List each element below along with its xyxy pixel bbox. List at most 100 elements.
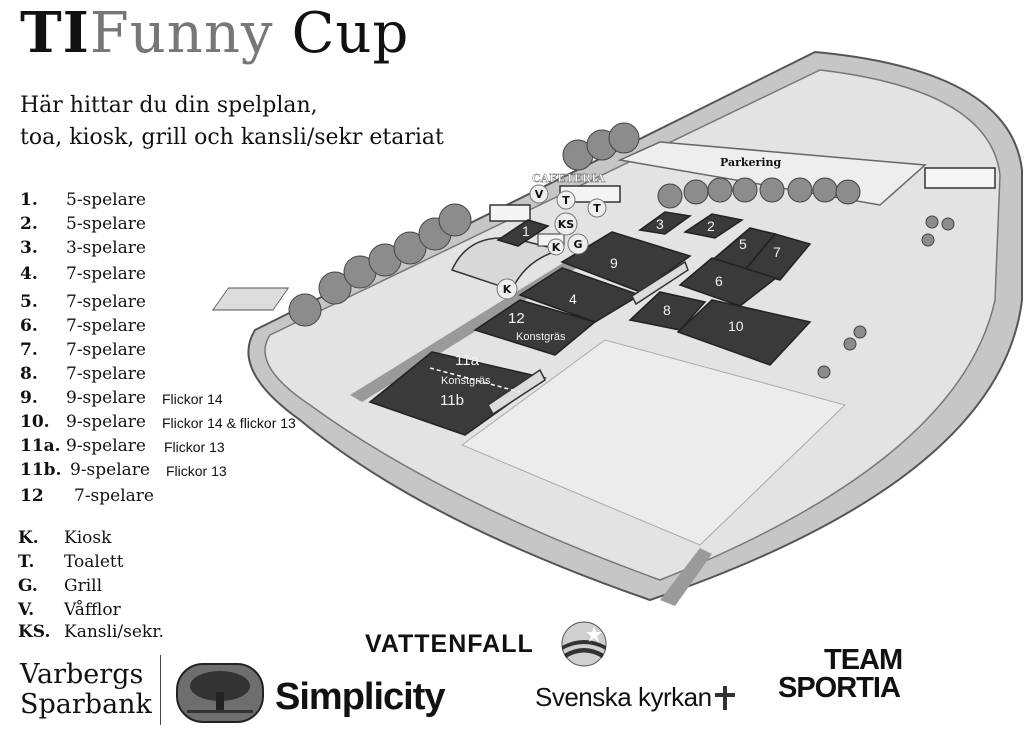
marker-office: KS [554,212,578,236]
field-label-1: 1 [522,223,530,239]
facility-code: G. [18,576,38,596]
svg-text:T: T [593,202,601,215]
legend-number: 10. [20,412,50,432]
legend-note: Flickor 14 & flickor 13 [162,415,296,431]
legend-number: 5. [20,292,38,312]
bank-name-line-1: Varbergs [20,659,144,690]
marker-toilet-1: T [556,190,576,210]
legend-number: 8. [20,364,38,384]
small-plaza [212,287,290,311]
field-9 [560,231,692,293]
legend-type: 7-spelare [66,264,146,284]
legend-number: 7. [20,340,38,360]
field-3 [638,211,692,235]
legend-type: 9-spelare [66,436,146,456]
svg-text:K: K [503,283,512,296]
road-lower [660,548,712,606]
open-field [460,339,846,546]
facility-code: K. [18,528,39,548]
facility-code: V. [18,600,35,620]
field-label-5: 5 [739,236,747,252]
field-2 [683,213,744,239]
field-label-8: 8 [663,302,671,318]
legend-number: 2. [20,214,38,234]
marker-waffles: V [529,184,549,204]
field-label-2: 2 [707,218,715,234]
legend-number: 4. [20,264,38,284]
marker-toilet-2: T [587,198,607,218]
sponsor-divider [160,655,161,725]
subtitle-line-1: Här hittar du din spelplan, [20,93,318,118]
legend-type: 9-spelare [70,460,150,480]
field-label-4: 4 [569,291,577,307]
facility-label: Kiosk [64,528,112,548]
split-line [429,367,521,393]
legend-number: 6. [20,316,38,336]
tree-row-west [288,203,472,327]
field-8 [628,291,707,331]
sponsor-team-sportia: TEAM SPORTIA [778,644,903,704]
oak-tree-logo [176,663,264,723]
team-line-2: SPORTIA [778,672,901,704]
svg-text:K: K [552,241,561,254]
subtitle-line-2: toa, kiosk, grill och kansli/sekr etaria… [20,125,444,150]
legend-type: 3-spelare [66,238,146,258]
facility-label: Toalett [64,552,124,572]
legend-number: 11b. [20,460,62,480]
field-label-turf-11: Konstgräs [441,375,491,387]
legend-number: 11a. [20,436,61,456]
field-6 [678,257,778,307]
sponsor-vattenfall: VATTENFALL [365,630,534,658]
church-cross-icon [715,686,735,710]
legend-number: 3. [20,238,38,258]
field-label-11b: 11b [440,392,464,409]
team-line-1: TEAM [824,644,903,676]
field-1 [496,219,550,247]
legend-number: 9. [20,388,38,408]
svg-text:KS: KS [558,218,575,231]
field-label-3: 3 [656,216,664,232]
legend-number: 1. [20,190,38,210]
tree-row-parking [657,177,861,209]
svg-text:T: T [562,194,570,207]
svg-text:G: G [573,238,582,251]
title-funny: Funny [89,1,274,66]
legend-type: 9-spelare [66,412,146,432]
field-10 [676,299,812,366]
field-label-7: 7 [773,244,781,260]
marker-grill: G [567,233,589,255]
field-12 [473,299,597,356]
facility-label: Våfflor [64,600,121,620]
facility-label: Kansli/sekr. [64,622,164,642]
sponsor-varbergs-sparbank: Varbergs Sparbank [20,660,152,720]
field-label-10: 10 [728,318,744,334]
bank-name-line-2: Sparbank [20,689,152,720]
stand-1 [631,260,689,306]
cafeteria-building [489,204,531,222]
facility-code: KS. [18,622,51,642]
field-11 [368,351,547,436]
marker-kiosk-2: K [496,278,518,300]
legend-type: 9-spelare [66,388,146,408]
parking-label: Parkering [720,156,781,169]
cafeteria-label: CAFETERIA [532,172,605,185]
tree-scattered [817,215,955,379]
tree-row-north [562,122,640,171]
legend-note: Flickor 13 [164,439,225,455]
legend-type: 7-spelare [66,364,146,384]
legend-number: 12 [20,486,44,506]
legend-type: 5-spelare [66,214,146,234]
field-label-6: 6 [715,273,723,289]
marker-kiosk-1: K [547,238,565,256]
legend-note: Flickor 13 [166,463,227,479]
svg-text:V: V [535,188,544,201]
legend-type: 5-spelare [66,190,146,210]
facility-label: Grill [64,576,103,596]
legend-note: Flickor 14 [162,391,223,407]
sponsor-simplicity: Simplicity [275,676,445,718]
title-cup: Cup [291,1,410,66]
legend-type: 7-spelare [66,292,146,312]
field-label-12: 12 [508,310,525,327]
